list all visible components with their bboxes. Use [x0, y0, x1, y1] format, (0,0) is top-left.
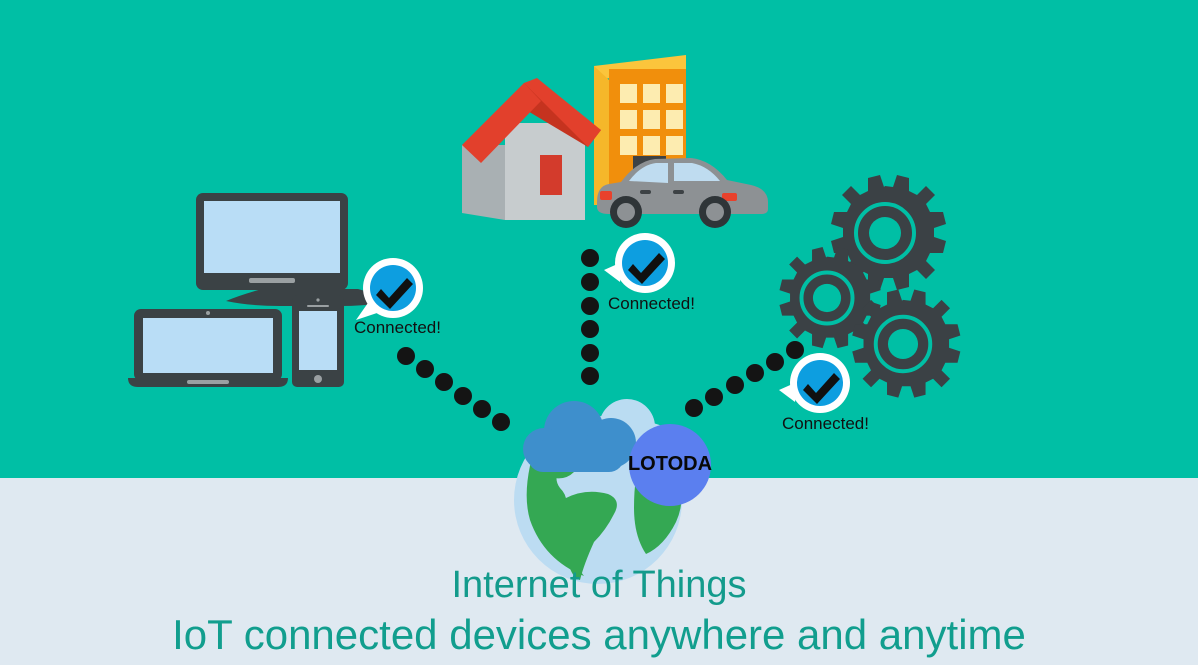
dot-trail-left	[397, 347, 510, 431]
desktop-monitor	[196, 193, 394, 306]
status-badge-devices[interactable]	[356, 258, 423, 320]
continent-south-america	[557, 491, 617, 580]
dot-trail-right	[685, 341, 804, 417]
cloud-front	[523, 401, 636, 472]
connected-label-buildings: Connected!	[608, 294, 695, 313]
check-icon	[803, 373, 840, 404]
lotoda-badge[interactable]	[629, 424, 711, 506]
car-wheels	[610, 196, 731, 228]
car	[597, 158, 768, 228]
connected-label-gears: Connected!	[782, 414, 869, 433]
laptop	[128, 309, 288, 387]
gear-bottom	[852, 289, 961, 398]
device-cluster	[128, 193, 394, 387]
smartphone	[292, 295, 344, 387]
check-icon	[376, 278, 413, 309]
connected-label-devices: Connected!	[354, 318, 441, 337]
check-icon	[628, 253, 665, 284]
house-door	[540, 155, 562, 195]
status-badge-buildings[interactable]	[604, 233, 675, 293]
lotoda-label: LOTODA	[627, 453, 713, 475]
dot-trail-center	[581, 249, 599, 385]
buildings-cluster	[462, 55, 768, 228]
house	[462, 78, 601, 220]
gear-left	[779, 246, 881, 349]
office-windows	[620, 84, 683, 155]
status-badge-gears[interactable]	[779, 353, 850, 413]
gear-cluster	[779, 175, 961, 398]
iot-hub	[514, 399, 711, 584]
